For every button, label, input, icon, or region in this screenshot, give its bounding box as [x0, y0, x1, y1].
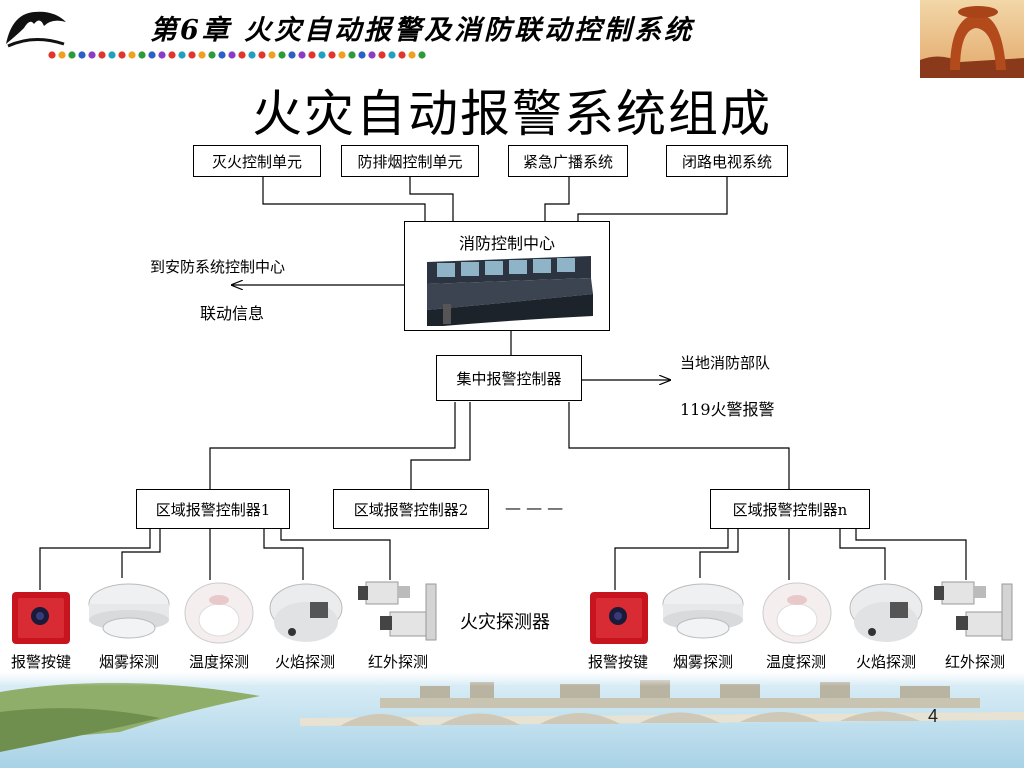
infrared-detector-icon — [358, 581, 437, 641]
device-label-flame: 火焰探测 — [855, 653, 916, 671]
flame-detector-icon — [849, 583, 923, 642]
infrared-detector-icon — [934, 581, 1013, 641]
box-central-alarm-controller: 集中报警控制器 — [436, 355, 582, 401]
device-label-infrared: 红外探测 — [367, 653, 428, 671]
alarm-119-label: 119火警报警 — [680, 400, 775, 419]
to-security-center-label: 到安防系统控制中心 — [150, 258, 286, 276]
box-cctv-system: 闭路电视系统 — [666, 145, 788, 177]
box-emergency-broadcast: 紧急广播系统 — [508, 145, 628, 177]
device-label-flame: 火焰探测 — [274, 653, 335, 671]
decorative-dots — [48, 51, 426, 59]
ellipsis-dashes: — — — — [505, 498, 564, 517]
device-label-infrared: 红外探测 — [944, 653, 1005, 671]
temperature-detector-icon — [762, 582, 832, 644]
bridge-banner — [0, 672, 1024, 768]
fire-detectors-label: 火灾探测器 — [460, 612, 550, 633]
smoke-detector-icon — [662, 583, 744, 639]
local-fire-dept-label: 当地消防部队 — [680, 354, 771, 372]
flame-detector-icon — [269, 583, 343, 642]
linkage-info-label: 联动信息 — [200, 304, 265, 323]
control-center-label: 消防控制中心 — [458, 234, 555, 253]
diagram-title: 火灾自动报警系统组成 — [252, 85, 772, 143]
logo-icon — [6, 11, 66, 48]
device-label-alarm-button: 报警按键 — [10, 653, 71, 671]
device-label-smoke: 烟雾探测 — [98, 653, 159, 671]
box-zone-controller-n: 区域报警控制器n — [710, 489, 870, 529]
box-fire-extinguish-unit: 灭火控制单元 — [193, 145, 321, 177]
device-label-smoke: 烟雾探测 — [672, 653, 733, 671]
alarm-button-icon — [12, 592, 70, 644]
smoke-detector-icon — [88, 583, 170, 639]
page-number: 4 — [927, 706, 938, 726]
box-zone-controller-1: 区域报警控制器1 — [136, 489, 290, 529]
control-console-icon — [427, 256, 593, 326]
device-label-temperature: 温度探测 — [188, 653, 249, 671]
box-zone-controller-2: 区域报警控制器2 — [333, 489, 489, 529]
alarm-button-icon — [590, 592, 648, 644]
device-label-alarm-button: 报警按键 — [587, 653, 648, 671]
box-smoke-control-unit: 防排烟控制单元 — [341, 145, 479, 177]
device-label-temperature: 温度探测 — [765, 653, 826, 671]
chapter-title: 第6章 火灾自动报警及消防联动控制系统 — [150, 15, 695, 46]
temperature-detector-icon — [184, 582, 254, 644]
box-fire-control-center: 消防控制中心 — [404, 221, 610, 331]
arch-photo — [920, 0, 1024, 78]
